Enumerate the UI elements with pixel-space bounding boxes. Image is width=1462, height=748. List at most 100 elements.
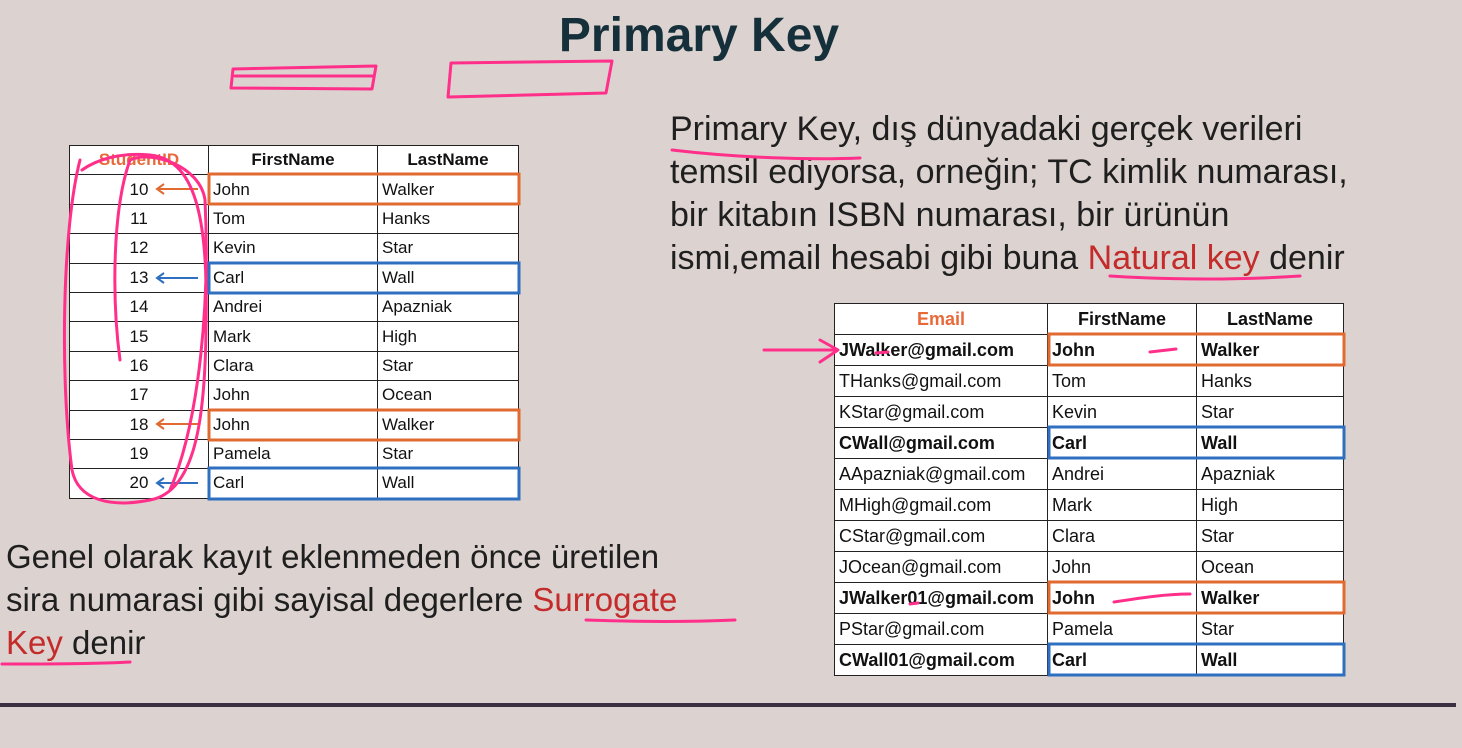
natural-key-paragraph: Primary Key, dış dünyadaki gerçek verile… (670, 108, 1348, 280)
table-cell: Carl (1047, 427, 1197, 459)
table-cell: John (1047, 334, 1197, 366)
table-cell: MHigh@gmail.com (834, 489, 1048, 521)
table-cell: 15 (69, 321, 209, 352)
column-header: LastName (1196, 303, 1344, 335)
table-cell: Star (377, 233, 519, 264)
table-cell: Star (1196, 396, 1344, 428)
natural-key-term: Natural key (1087, 239, 1260, 277)
table-cell: 19 (69, 438, 209, 470)
table-header-row: StudentID FirstName LastName (69, 144, 519, 176)
table-cell: PStar@gmail.com (834, 613, 1048, 645)
table-cell: JOcean@gmail.com (834, 551, 1048, 583)
table-cell: Wall (377, 262, 519, 293)
table-cell: JWalker@gmail.com (834, 334, 1048, 366)
table-cell: Andrei (208, 291, 378, 323)
table-cell: John (208, 380, 378, 411)
table-cell: Tom (1047, 365, 1197, 397)
table-cell: John (208, 174, 378, 205)
table-cell: Walker (1196, 582, 1344, 614)
table-cell: Ocean (377, 380, 519, 411)
table-cell: KStar@gmail.com (834, 396, 1048, 428)
paragraph-text: denir (62, 624, 146, 661)
table-cell: John (208, 409, 378, 440)
pen-scribble (229, 64, 378, 91)
table-cell: Hanks (1196, 365, 1344, 397)
table-cell: 20 (69, 468, 209, 499)
table-cell: Wall (1196, 644, 1344, 676)
table-cell: Wall (1196, 427, 1344, 459)
table-cell: Ocean (1196, 551, 1344, 583)
table-cell: Tom (208, 203, 378, 235)
surrogate-key-paragraph: Genel olarak kayıt eklenmeden önce üreti… (6, 535, 677, 664)
table-cell: 10 (69, 174, 209, 205)
column-header: LastName (377, 144, 519, 176)
table-cell: 11 (69, 203, 209, 235)
table-cell: CStar@gmail.com (834, 520, 1048, 552)
table-cell: Kevin (208, 233, 378, 264)
table-cell: John (1047, 582, 1197, 614)
table-cell: Wall (377, 468, 519, 499)
table-cell: Mark (208, 321, 378, 352)
table-cell: 14 (69, 291, 209, 323)
table-cell: Star (1196, 520, 1344, 552)
table-cell: CWall01@gmail.com (834, 644, 1048, 676)
table-cell: High (1196, 489, 1344, 521)
table-cell: 17 (69, 380, 209, 411)
table-cell: Star (377, 350, 519, 382)
table-cell: High (377, 321, 519, 352)
primary-key-term: Primary Key (670, 110, 853, 148)
table-cell: Carl (208, 262, 378, 293)
table-cell: Clara (1047, 520, 1197, 552)
table-cell: Walker (377, 174, 519, 205)
paragraph-text: sira numarasi gibi sayisal degerlere (6, 581, 533, 618)
paragraph-text: temsil ediyorsa, orneğin; TC kimlik numa… (670, 153, 1348, 191)
slide-title: Primary Key (558, 9, 840, 62)
table-cell: Pamela (1047, 613, 1197, 645)
paragraph-text: Genel olarak kayıt eklenmeden önce üreti… (6, 538, 660, 575)
table-cell: John (1047, 551, 1197, 583)
paragraph-text: bir kitabın ISBN numarası, bir ürünün (670, 196, 1230, 234)
table-cell: THanks@gmail.com (834, 365, 1048, 397)
paragraph-text: ismi,email hesabi gibi buna (670, 239, 1088, 277)
table-cell: Apazniak (377, 291, 519, 323)
table-cell: JWalker01@gmail.com (834, 582, 1048, 614)
table-cell: Kevin (1047, 396, 1197, 428)
column-header: FirstName (208, 144, 378, 176)
column-header: FirstName (1047, 303, 1197, 335)
table-cell: 13 (69, 262, 209, 293)
pointer-arrow-icon (762, 338, 840, 364)
table-cell: 18 (69, 409, 209, 440)
table-cell: Mark (1047, 489, 1197, 521)
key-term: Key (6, 624, 63, 661)
column-header: Email (834, 303, 1048, 335)
table-cell: Hanks (377, 203, 519, 235)
table-cell: Walker (1196, 334, 1344, 366)
table-cell: Carl (1047, 644, 1197, 676)
table-cell: Carl (208, 468, 378, 499)
surrogate-term: Surrogate (532, 581, 678, 618)
paragraph-text: denir (1259, 239, 1345, 277)
table-cell: CWall@gmail.com (834, 427, 1048, 459)
table-cell: Andrei (1047, 458, 1197, 490)
table-cell: 16 (69, 350, 209, 382)
natural-key-table: Email FirstName LastName JWalker@gmail.c… (834, 303, 1344, 676)
table-cell: Apazniak (1196, 458, 1344, 490)
table-header-row: Email FirstName LastName (834, 303, 1344, 335)
